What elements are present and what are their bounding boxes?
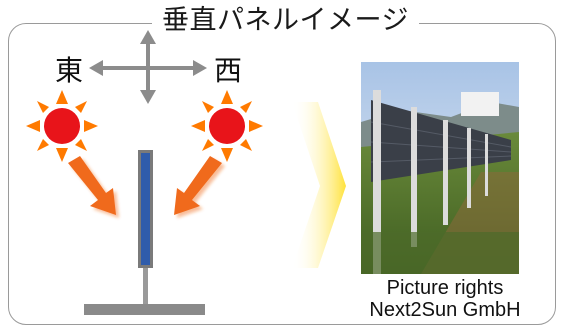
east-label: 東 — [55, 54, 84, 87]
compass-arrows-icon — [89, 30, 207, 104]
page-title: 垂直パネルイメージ — [152, 4, 419, 38]
sun-icon — [26, 90, 98, 162]
photo-caption: Picture rights Next2Sun GmbH — [330, 277, 560, 321]
chevron-right-icon — [292, 102, 346, 268]
solar-fence-photo — [361, 62, 519, 274]
sun-icon — [191, 90, 263, 162]
sunlight-arrow-east — [68, 156, 116, 215]
caption-line-1: Picture rights — [386, 277, 504, 299]
sunlight-arrow-west — [174, 156, 222, 215]
west-label: 西 — [214, 54, 243, 87]
caption-line-2: Next2Sun GmbH — [369, 299, 521, 321]
vertical-panel — [84, 150, 205, 315]
